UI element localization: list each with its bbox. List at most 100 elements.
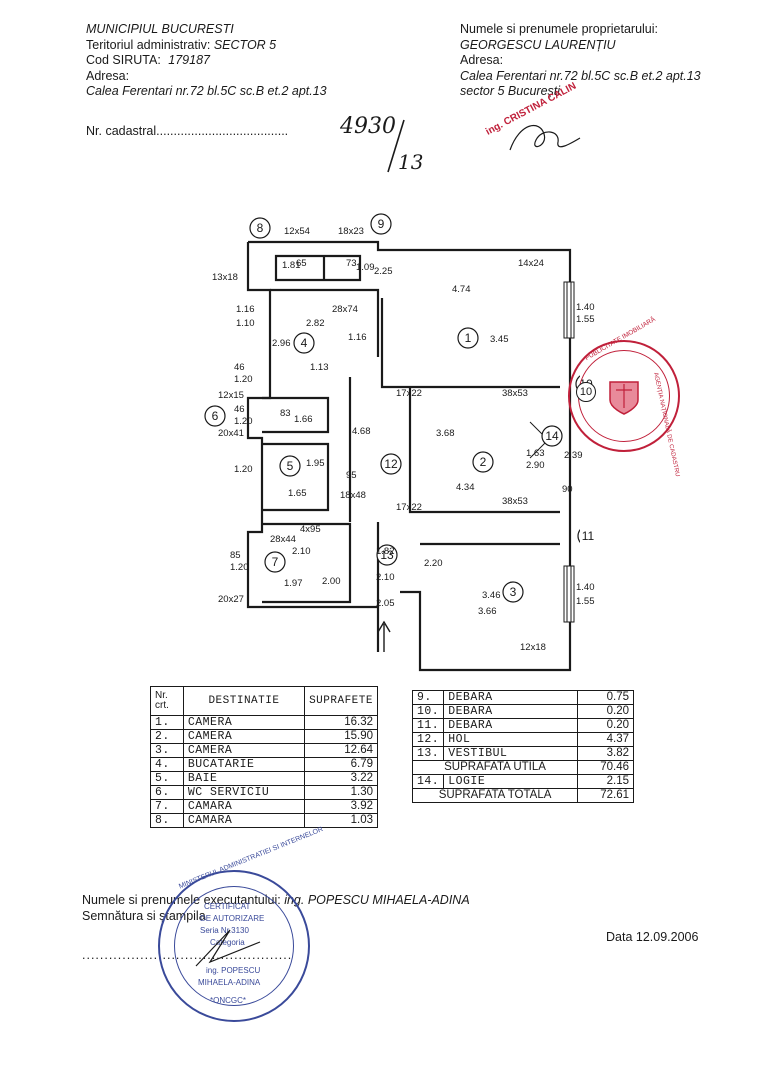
cell-nr: 12.	[411, 732, 445, 747]
room-number-3: 3	[509, 585, 517, 599]
dimension-label: 65	[296, 258, 307, 269]
dimension-label: 1.20	[234, 416, 253, 427]
cell-area: 0.20	[577, 704, 634, 719]
cell-dest: CAMERA	[182, 743, 306, 758]
address-label-right: Adresa:	[460, 53, 504, 67]
dimension-label: 46	[234, 362, 245, 373]
cell-nr: 10.	[411, 704, 445, 719]
dimension-label: 1.81	[282, 260, 301, 271]
dimension-label: 83	[280, 408, 291, 419]
dimension-label: 2.00	[322, 576, 341, 587]
cell-area: 3.82	[577, 746, 634, 761]
floor-plan	[204, 213, 580, 672]
dimension-label: 2.96	[272, 338, 291, 349]
room-number-14: 14	[545, 429, 559, 443]
cell-dest: DEBARA	[443, 718, 579, 733]
stamp-room-10-label: 10	[576, 382, 596, 402]
room-number-4: 4	[300, 336, 308, 350]
cell-dest: HOL	[443, 732, 579, 747]
dimension-label: 28x74	[332, 304, 358, 315]
dimension-label: 73	[346, 258, 357, 269]
room-number-5: 5	[286, 459, 294, 473]
cadastral-sub: 13	[398, 150, 424, 174]
cell-area: 6.79	[304, 757, 378, 772]
total-area-row: SUPRAFATA TOTALA 72.61	[411, 788, 634, 803]
dimension-label: 2.90	[526, 460, 545, 471]
total-value: 72.61	[577, 788, 634, 803]
dimension-label: 1.55	[576, 314, 595, 325]
dimension-label: 1.16	[348, 332, 367, 343]
cell-nr: 1.	[150, 715, 184, 730]
stamp-signature-mark	[195, 929, 261, 967]
room-number-11: 11	[581, 529, 595, 543]
cell-area: 3.92	[304, 799, 378, 814]
dimension-label: 12x18	[520, 642, 546, 653]
col-nr-header: Nr. crt.	[150, 686, 184, 716]
loggia-row: 14. LOGIE 2.15	[411, 774, 634, 789]
document-date: Data 12.09.2006	[606, 930, 699, 944]
dimension-label: 28x44	[270, 534, 296, 545]
useful-label: SUPRAFATA UTILA	[411, 760, 579, 775]
dimension-label: 38x53	[502, 388, 528, 399]
dimension-label: 17x22	[396, 388, 422, 399]
dimension-label: 3.66	[478, 606, 497, 617]
dimension-label: 1.10	[236, 318, 255, 329]
dimension-label: 1.40	[576, 302, 595, 313]
cadastral-slash	[387, 119, 405, 173]
cell-nr: 8.	[150, 813, 184, 828]
dimension-label: 3.46	[482, 590, 501, 601]
cell-dest: CAMARA	[182, 813, 306, 828]
owner-name: GEORGESCU LAURENȚIU	[460, 38, 616, 52]
dimension-label: 4.68	[352, 426, 371, 437]
room-number-7: 7	[271, 555, 279, 569]
dimension-label: 90	[562, 484, 573, 495]
cell-area: 16.32	[304, 715, 378, 730]
authorization-stamp: MINISTERUL ADMINISTRATIEI SI INTERNELOR …	[158, 826, 324, 1022]
address-line1-right: Calea Ferentari nr.72 bl.5C sc.B et.2 ap…	[460, 69, 701, 83]
cell-nr: 13.	[411, 746, 445, 761]
cell-dest: BAIE	[182, 771, 306, 786]
cell-area: 0.20	[577, 718, 634, 733]
dimension-label: 1.55	[576, 596, 595, 607]
address-label-left: Adresa:	[86, 69, 130, 83]
dimension-label: 46	[234, 404, 245, 415]
room-number-2: 2	[479, 455, 487, 469]
dimension-label: 2.25	[374, 266, 393, 277]
dimension-label: 2.20	[424, 558, 443, 569]
total-label: SUPRAFATA TOTALA	[411, 788, 579, 803]
useful-area-row: SUPRAFATA UTILA 70.46	[411, 760, 634, 775]
col-dest-header: DESTINATIE	[182, 686, 306, 716]
dimension-label: 38x53	[502, 496, 528, 507]
dimension-label: 4x95	[300, 524, 321, 535]
dimension-label: 1.20	[230, 562, 249, 573]
room-number-6: 6	[211, 409, 219, 423]
cell-dest: DEBARA	[443, 690, 579, 705]
dimension-label: 18x48	[340, 490, 366, 501]
dimension-label: 3.68	[436, 428, 455, 439]
dimension-label: 12x54	[284, 226, 310, 237]
room-number-12: 12	[384, 457, 398, 471]
dimension-label: 20x41	[218, 428, 244, 439]
cell-dest: DEBARA	[443, 704, 579, 719]
room-number-8: 8	[256, 221, 264, 235]
cell-nr: 3.	[150, 743, 184, 758]
cell-area: 1.30	[304, 785, 378, 800]
room-number-9: 9	[377, 217, 385, 231]
cell-nr: 9.	[411, 690, 445, 705]
dimension-label: 95	[346, 470, 357, 481]
agency-stamp: PUBLICITATE IMOBILIARĂ AGENȚIA NAȚIONALĂ…	[568, 316, 680, 477]
cell-dest: CAMARA	[182, 799, 306, 814]
dimension-label: 85	[230, 550, 241, 561]
dimension-label: 1.97	[284, 578, 303, 589]
